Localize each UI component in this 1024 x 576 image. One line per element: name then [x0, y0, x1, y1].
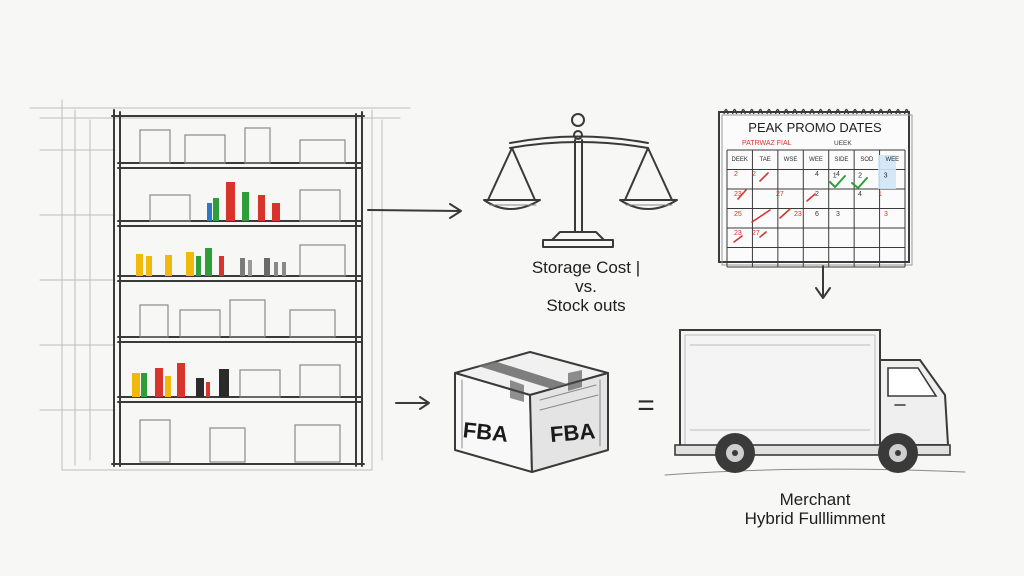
svg-text:1: 1 — [878, 191, 882, 198]
spiral-ring — [852, 108, 858, 115]
calendar-spiral — [723, 108, 910, 115]
spiral-ring — [800, 108, 807, 115]
spiral-ring — [740, 108, 746, 115]
svg-text:27: 27 — [752, 230, 760, 237]
calendar-weekday: WEE — [885, 157, 899, 163]
spiral-ring — [860, 108, 867, 115]
calendar-weekday: WEE — [809, 157, 823, 163]
svg-text:23: 23 — [734, 230, 742, 237]
shelf-bars-row-2 — [136, 248, 286, 276]
calendar-day-number: 1 — [833, 173, 837, 180]
truck-caption: Merchant Hybrid Fulllimment — [690, 490, 940, 528]
svg-text:4: 4 — [815, 171, 819, 178]
spiral-ring — [792, 108, 798, 115]
svg-text:6: 6 — [815, 211, 819, 218]
spiral-ring — [723, 108, 729, 115]
calendar-weekday: SOD — [860, 157, 874, 163]
scale-caption-line-1: Storage Cost | — [531, 258, 641, 277]
svg-text:2: 2 — [815, 191, 819, 198]
spiral-ring — [766, 108, 772, 115]
fba-box: FBA FBA — [454, 351, 609, 473]
spiral-ring — [774, 108, 781, 115]
calendar-subtitle: PATRWAZ FIAL — [742, 140, 792, 147]
svg-text:23: 23 — [794, 211, 802, 218]
calendar-weekday: DEEK — [732, 157, 748, 163]
calendar-title: PEAK PROMO DATES — [748, 120, 882, 135]
calendar-weekday-row: DEEK TAE WSE WEE SIDE SOD WEE — [732, 157, 900, 163]
calendar-header-right: UEEK — [834, 140, 852, 147]
calendar-day-numbers: 1 2 3 — [833, 173, 888, 180]
spiral-ring — [783, 108, 789, 115]
spiral-ring — [817, 108, 824, 115]
spiral-ring — [835, 108, 841, 115]
svg-text:2: 2 — [734, 171, 738, 178]
calendar-grid — [726, 149, 906, 268]
equals-sign: = — [637, 389, 655, 422]
svg-text:3: 3 — [836, 211, 840, 218]
fba-label-right: FBA — [549, 418, 596, 447]
delivery-truck — [664, 329, 966, 476]
arrow-shelf-to-scale — [367, 203, 462, 219]
truck-wheel-front — [878, 433, 918, 473]
calendar-day-number: 3 — [884, 173, 888, 180]
spiral-ring — [869, 108, 875, 115]
spiral-ring — [749, 108, 755, 115]
arrow-calendar-to-truck — [815, 265, 831, 299]
svg-text:27: 27 — [776, 191, 784, 198]
svg-text:2: 2 — [752, 171, 756, 178]
warehouse-shelf — [29, 99, 411, 471]
arrow-shelf-to-box — [395, 396, 430, 410]
svg-text:23: 23 — [734, 191, 742, 198]
spiral-ring — [731, 108, 738, 115]
svg-text:3: 3 — [884, 211, 888, 218]
spiral-ring — [886, 108, 893, 115]
shelf-bars-row-3 — [132, 363, 229, 397]
spiral-ring — [809, 108, 815, 115]
spiral-ring — [895, 108, 901, 115]
spiral-ring — [903, 108, 910, 115]
svg-text:25: 25 — [734, 211, 742, 218]
calendar-check-marks — [733, 172, 868, 243]
calendar-weekday: WSE — [784, 157, 798, 163]
calendar-weekday: TAE — [760, 157, 771, 163]
scale-caption-line-3: Stock outs — [546, 296, 626, 316]
truck-caption-line-1: Merchant — [779, 490, 851, 509]
scale-caption: Storage Cost | vs. Stock outs — [508, 258, 664, 315]
spiral-ring — [826, 108, 832, 115]
calendar-day-number: 2 — [858, 173, 862, 180]
shelf-bars-row-1 — [207, 182, 280, 221]
svg-text:4: 4 — [836, 171, 840, 178]
truck-wheel-rear — [715, 433, 755, 473]
fba-label-left: FBA — [462, 417, 510, 447]
truck-caption-line-2: Hybrid Fulllimment — [744, 509, 886, 529]
spiral-ring — [757, 108, 764, 115]
scale-caption-line-2: vs. — [575, 277, 597, 297]
svg-text:4: 4 — [858, 191, 862, 198]
balance-scale — [483, 113, 678, 248]
calendar-weekday: SIDE — [834, 157, 848, 163]
spiral-ring — [878, 108, 884, 115]
spiral-ring — [843, 108, 850, 115]
